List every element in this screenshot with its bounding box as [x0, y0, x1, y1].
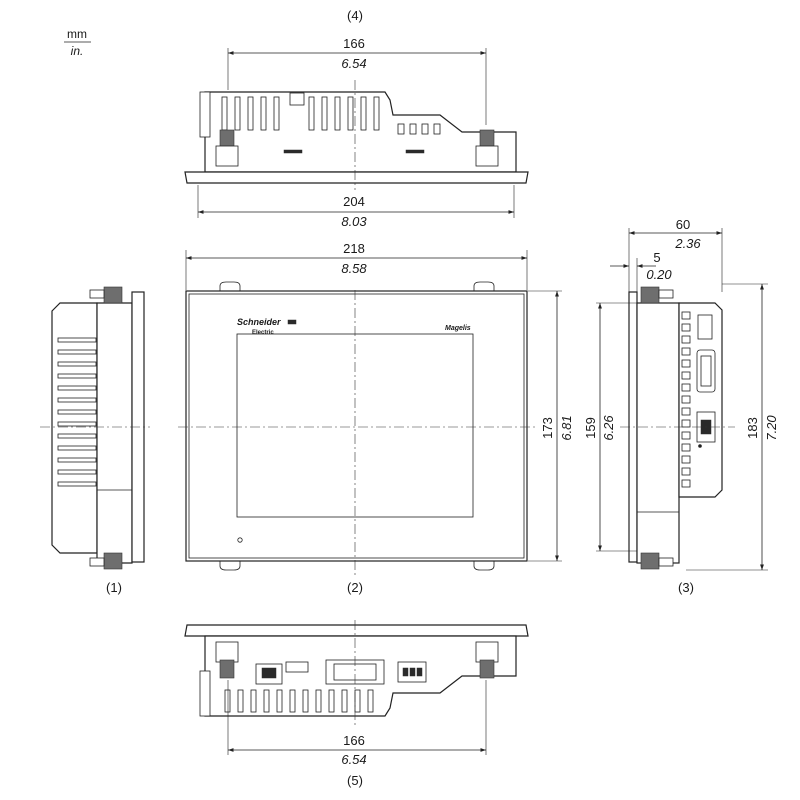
units-legend: mm in. — [64, 27, 91, 58]
bottom-view: 166 6.54 (5) — [184, 620, 529, 788]
right-clamp-top — [640, 286, 674, 304]
dim-front-width-in: 8.58 — [341, 261, 367, 276]
dim-top-mount-in: 6.54 — [341, 56, 366, 71]
view-label-left: (1) — [106, 580, 122, 595]
dim-side-height-inner-mm: 159 — [583, 417, 598, 439]
dimension-side-height-inner: 159 6.26 — [583, 302, 637, 552]
top-mount-clamp-left — [215, 129, 239, 167]
dimension-side-depth: 60 2.36 — [628, 217, 723, 292]
dim-top-width-in: 8.03 — [341, 214, 367, 229]
view-label-bottom: (5) — [347, 773, 363, 788]
front-clamp-tab-tr — [473, 281, 495, 292]
top-vent-slots — [221, 96, 441, 135]
right-usb-port — [697, 314, 713, 340]
front-status-led — [237, 537, 243, 543]
left-clamp-bottom — [89, 552, 123, 570]
dimension-side-height-outer: 183 7.20 — [686, 283, 779, 571]
front-brand-logo: Schneider — [237, 317, 281, 327]
left-view: (1) — [40, 286, 150, 595]
dim-side-height-inner-in: 6.26 — [601, 415, 616, 441]
top-mount-clamp-right — [475, 129, 499, 167]
dim-bottom-mount-mm: 166 — [343, 733, 365, 748]
front-clamp-tab-br — [473, 560, 495, 571]
view-label-right: (3) — [678, 580, 694, 595]
left-clamp-top — [89, 286, 123, 304]
front-clamp-tab-bl — [219, 560, 241, 571]
right-terminal-block — [681, 311, 691, 488]
top-view: (4) 166 6.54 — [184, 8, 529, 229]
unit-mm: mm — [67, 27, 87, 41]
dim-front-height-in: 6.81 — [559, 415, 574, 440]
right-view: 60 2.36 5 0.20 — [583, 217, 779, 595]
dim-side-depth-in: 2.36 — [674, 236, 701, 251]
dim-side-height-outer-mm: 183 — [745, 417, 760, 439]
view-label-front: (2) — [347, 580, 363, 595]
dim-front-width-mm: 218 — [343, 241, 365, 256]
bottom-vent-slots — [224, 689, 374, 713]
dimension-bezel-depth: 5 0.20 — [610, 250, 672, 292]
view-label-top: (4) — [347, 8, 363, 23]
bottom-sd-slot — [285, 661, 309, 673]
dimension-top-width: 204 8.03 — [197, 185, 515, 229]
dim-bezel-depth-in: 0.20 — [646, 267, 672, 282]
right-clamp-bottom — [640, 552, 674, 570]
dim-front-height-mm: 173 — [540, 417, 555, 439]
dim-top-mount-mm: 166 — [343, 36, 365, 51]
dimension-top-mount: 166 6.54 — [227, 36, 487, 125]
left-vent-slots — [57, 337, 97, 487]
front-view: 218 8.58 Schneider Electric Magelis (2) … — [178, 241, 574, 595]
dim-top-width-mm: 204 — [343, 194, 365, 209]
dimension-bottom-mount: 166 6.54 — [227, 680, 487, 767]
dim-bezel-depth-mm: 5 — [653, 250, 660, 265]
bottom-mount-clamp-right — [475, 641, 499, 679]
front-clamp-tab-tl — [219, 281, 241, 292]
bottom-mount-clamp-left — [215, 641, 239, 679]
unit-inch: in. — [71, 44, 84, 58]
dim-side-depth-mm: 60 — [676, 217, 690, 232]
dimension-front-height: 173 6.81 — [528, 290, 574, 562]
dim-bottom-mount-in: 6.54 — [341, 752, 366, 767]
front-model-logo: Magelis — [445, 325, 471, 332]
dim-side-height-outer-in: 7.20 — [764, 415, 779, 441]
dimension-front-width: 218 8.58 — [185, 241, 528, 290]
front-brand-sub: Electric — [252, 330, 274, 336]
